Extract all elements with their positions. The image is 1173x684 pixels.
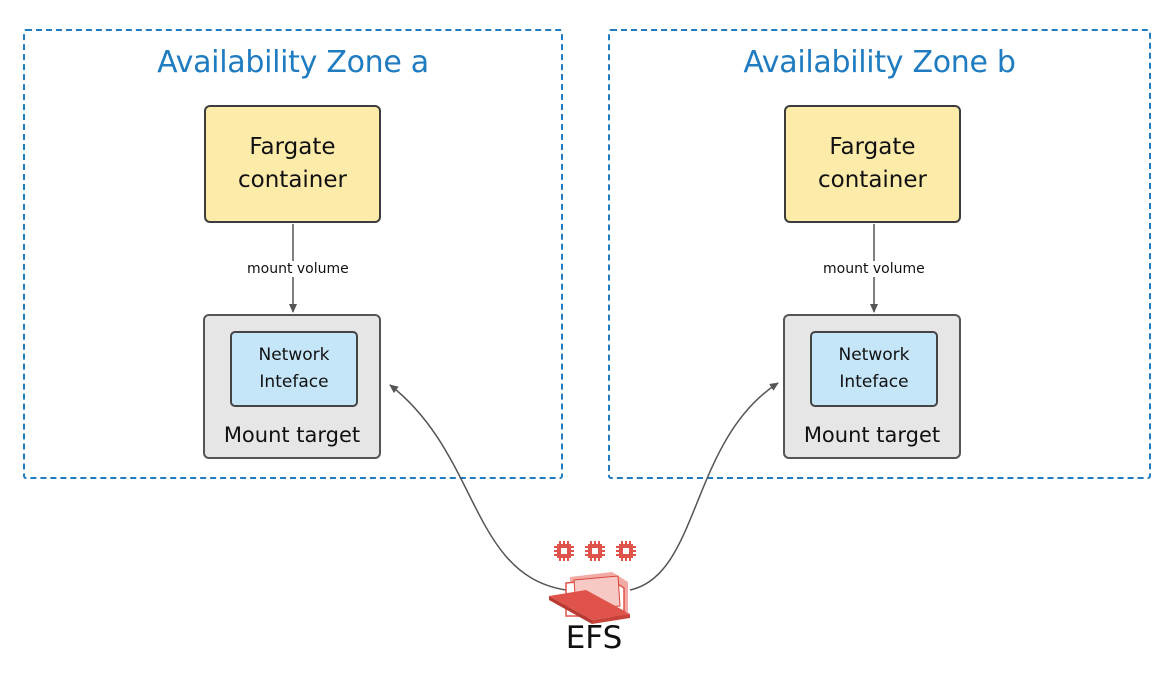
mount-target-label-b: Mount target <box>803 423 941 447</box>
fargate-container-a: Fargate container <box>204 105 381 223</box>
availability-zone-b: Availability Zone b <box>608 29 1151 479</box>
mount-volume-label-a: mount volume <box>246 261 350 277</box>
network-interface-b: Network Inteface <box>810 331 938 407</box>
fargate-container-b: Fargate container <box>784 105 961 223</box>
mount-target-b: Network Inteface Mount target <box>783 314 961 459</box>
zone-b-title: Availability Zone b <box>743 45 1016 80</box>
chip-icon <box>585 541 605 561</box>
efs-link-b <box>629 382 779 591</box>
efs-link-a <box>389 384 567 591</box>
efs-folder-icon <box>549 572 630 624</box>
network-interface-a: Network Inteface <box>230 331 358 407</box>
chip-icon <box>616 541 636 561</box>
chip-icon <box>554 541 574 561</box>
mount-target-label-a: Mount target <box>223 423 361 447</box>
mount-target-a: Network Inteface Mount target <box>203 314 381 459</box>
zone-a-title: Availability Zone a <box>157 45 429 80</box>
mount-volume-label-b: mount volume <box>822 261 926 277</box>
efs-label: EFS <box>565 620 623 656</box>
availability-zone-a: Availability Zone a <box>23 29 563 479</box>
